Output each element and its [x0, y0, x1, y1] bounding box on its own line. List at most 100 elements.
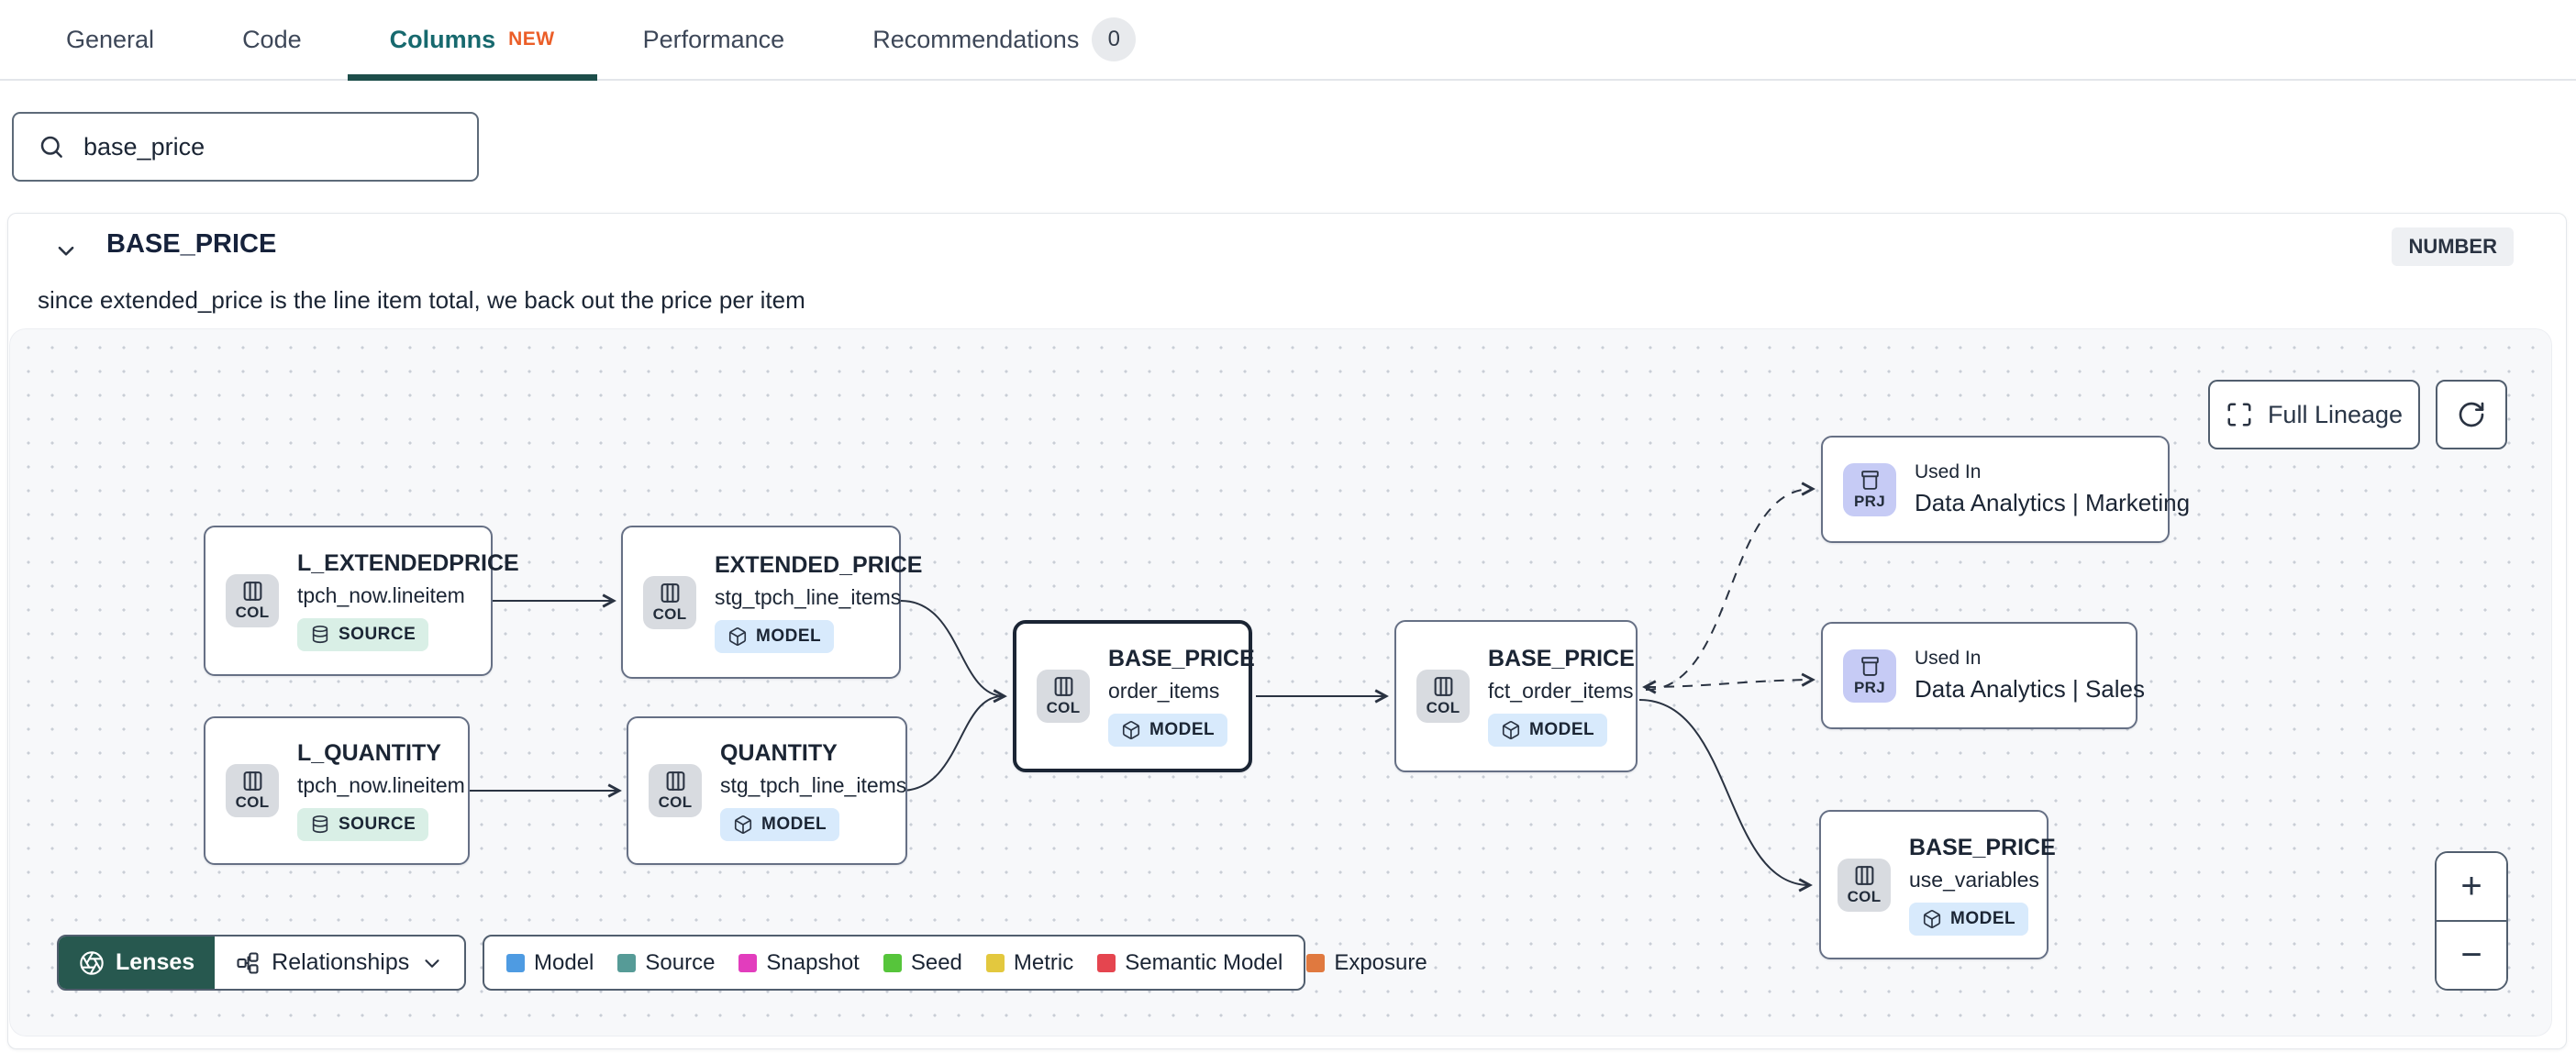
snapshot-swatch	[738, 953, 758, 972]
tab-bar: General Code Columns NEW Performance Rec…	[0, 0, 2576, 81]
tab-general[interactable]: General	[24, 0, 196, 79]
columns-icon	[243, 771, 261, 791]
node-quantity[interactable]: COL QUANTITY stg_tpch_line_items MODEL	[627, 716, 907, 865]
model-badge: MODEL	[720, 808, 840, 841]
project-tile: PRJ	[1843, 648, 1896, 703]
source-swatch	[617, 953, 637, 972]
node-subtitle: tpch_now.lineitem	[297, 583, 465, 607]
chevron-down-icon	[425, 959, 439, 968]
expand-icon	[2227, 403, 2251, 427]
zoom-out-button[interactable]: −	[2437, 920, 2506, 989]
node-base-price-use-variables[interactable]: COL BASE_PRICE use_variables MODEL	[1819, 810, 2056, 959]
tile-label: COL	[235, 604, 270, 621]
model-badge: MODEL	[1909, 902, 2029, 936]
columns-icon	[243, 582, 261, 601]
column-search[interactable]	[12, 112, 479, 182]
cube-icon	[1923, 909, 1941, 928]
node-used-in-sales[interactable]: PRJ Used In Data Analytics | Sales	[1821, 622, 2145, 729]
node-title: Data Analytics | Marketing	[1915, 489, 2191, 516]
tile-label: COL	[652, 604, 687, 623]
cube-icon	[734, 815, 752, 834]
node-title: BASE_PRICE	[1108, 646, 1255, 671]
relationships-dropdown[interactable]: Relationships	[215, 937, 464, 989]
tab-columns[interactable]: Columns NEW	[347, 0, 597, 81]
source-badge: SOURCE	[297, 618, 429, 651]
cube-icon	[1502, 721, 1520, 739]
legend-item-source: Source	[617, 950, 715, 976]
node-l-quantity[interactable]: COL L_QUANTITY tpch_now.lineitem SOURCE	[204, 716, 470, 865]
node-used-in-marketing[interactable]: PRJ Used In Data Analytics | Marketing	[1821, 436, 2190, 543]
legend-item-semantic-model: Semantic Model	[1097, 950, 1282, 976]
tile-label: COL	[1046, 699, 1081, 716]
legend-item-metric: Metric	[985, 950, 1073, 976]
cube-icon	[1122, 721, 1140, 739]
node-title: QUANTITY	[720, 740, 838, 766]
column-type-badge: NUMBER	[2392, 227, 2514, 266]
search-input[interactable]	[83, 132, 453, 161]
used-in-label: Used In	[1915, 461, 1982, 482]
columns-icon	[1434, 677, 1452, 696]
node-extended-price[interactable]: COL EXTENDED_PRICE stg_tpch_line_items M…	[621, 526, 922, 679]
tile-label: PRJ	[1854, 492, 1885, 510]
node-subtitle: use_variables	[1909, 867, 2039, 892]
columns-icon	[661, 582, 679, 603]
node-title: EXTENDED_PRICE	[715, 551, 923, 578]
column-tile: COL	[226, 764, 279, 817]
exposure-swatch	[1306, 953, 1326, 972]
legend-item-seed: Seed	[883, 950, 962, 976]
node-title: BASE_PRICE	[1909, 834, 2056, 860]
tab-label: Columns	[389, 25, 496, 53]
node-title: BASE_PRICE	[1488, 646, 1635, 671]
tab-label: Code	[242, 25, 302, 53]
column-tile: COL	[643, 575, 696, 629]
database-icon	[312, 626, 328, 644]
aperture-icon	[80, 950, 104, 975]
node-subtitle: fct_order_items	[1488, 679, 1634, 703]
tile-label: PRJ	[1854, 678, 1885, 696]
model-badge: MODEL	[1108, 714, 1228, 747]
node-base-price-order-items[interactable]: COL BASE_PRICE order_items MODEL	[1013, 620, 1255, 772]
column-tile: COL	[1037, 670, 1090, 723]
tile-label: COL	[235, 793, 270, 811]
metric-swatch	[985, 953, 1005, 972]
node-subtitle: order_items	[1108, 679, 1220, 703]
resource-type-legend: Model Source Snapshot Seed Metric Semant…	[483, 935, 1427, 991]
project-tile: PRJ	[1843, 462, 1896, 516]
columns-icon	[666, 771, 684, 791]
lenses-toolbar: Lenses Relationships	[57, 935, 467, 991]
full-lineage-button[interactable]: Full Lineage	[2208, 380, 2420, 449]
node-subtitle: stg_tpch_line_items	[720, 773, 907, 797]
model-swatch	[506, 953, 525, 972]
semantic-model-swatch	[1097, 953, 1116, 972]
node-subtitle: tpch_now.lineitem	[297, 773, 465, 797]
archive-icon	[1860, 470, 1879, 490]
node-l-extendedprice[interactable]: COL L_EXTENDEDPRICE tpch_now.lineitem SO…	[204, 526, 519, 676]
tile-label: COL	[658, 793, 693, 811]
column-tile: COL	[649, 764, 702, 817]
tile-label: COL	[1426, 699, 1460, 716]
tab-code[interactable]: Code	[200, 0, 344, 79]
refresh-button[interactable]	[2436, 380, 2507, 449]
columns-icon	[1855, 865, 1873, 885]
tab-recommendations[interactable]: Recommendations 0	[830, 0, 1178, 79]
node-title: Data Analytics | Sales	[1915, 675, 2145, 703]
zoom-controls: + −	[2435, 851, 2508, 991]
model-badge: MODEL	[1488, 714, 1608, 747]
column-tile: COL	[226, 574, 279, 627]
tab-label: General	[66, 25, 155, 53]
chevron-down-icon[interactable]	[50, 235, 82, 266]
tab-performance[interactable]: Performance	[601, 0, 827, 79]
seed-swatch	[883, 953, 902, 972]
tile-label: COL	[1847, 887, 1882, 905]
zoom-in-button[interactable]: +	[2437, 853, 2506, 920]
legend-item-model: Model	[506, 950, 594, 976]
used-in-label: Used In	[1915, 648, 1982, 669]
columns-icon	[1054, 677, 1072, 696]
refresh-icon	[2459, 402, 2484, 427]
legend-item-exposure: Exposure	[1306, 950, 1427, 976]
lenses-button[interactable]: Lenses	[59, 937, 216, 989]
source-badge: SOURCE	[297, 808, 429, 841]
node-base-price-fct-order-items[interactable]: COL BASE_PRICE fct_order_items MODEL	[1394, 620, 1638, 772]
lineage-canvas[interactable]	[9, 328, 2552, 1036]
